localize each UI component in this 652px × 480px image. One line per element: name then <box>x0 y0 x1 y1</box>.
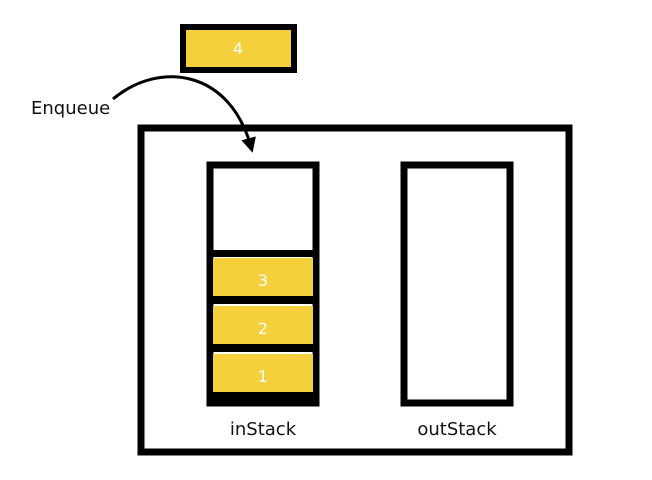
in-stack-top-separator <box>213 250 313 257</box>
incoming-item-box <box>180 24 297 73</box>
out-stack: outStack <box>400 161 514 440</box>
in-stack-label: inStack <box>230 419 297 440</box>
incoming-item: 4 <box>180 24 297 73</box>
in-stack-item <box>213 306 313 344</box>
in-stack-item <box>213 258 313 296</box>
in-stack-item <box>213 354 313 392</box>
in-stack-item-separator <box>213 344 313 352</box>
in-stack-items: 1 2 3 <box>213 250 313 400</box>
in-stack-item-value: 3 <box>258 271 268 290</box>
incoming-item-value: 4 <box>233 39 243 58</box>
in-stack: 1 2 3 inStack <box>206 161 320 440</box>
enqueue-arrow <box>112 75 256 153</box>
out-stack-frame <box>400 161 514 407</box>
in-stack-item-value: 2 <box>258 319 268 338</box>
in-stack-item-separator <box>213 296 313 304</box>
out-stack-label: outStack <box>417 419 497 440</box>
in-stack-item-separator <box>213 392 313 400</box>
in-stack-item-value: 1 <box>258 367 268 386</box>
queue-container <box>137 124 573 456</box>
enqueue-label: Enqueue <box>31 98 110 119</box>
